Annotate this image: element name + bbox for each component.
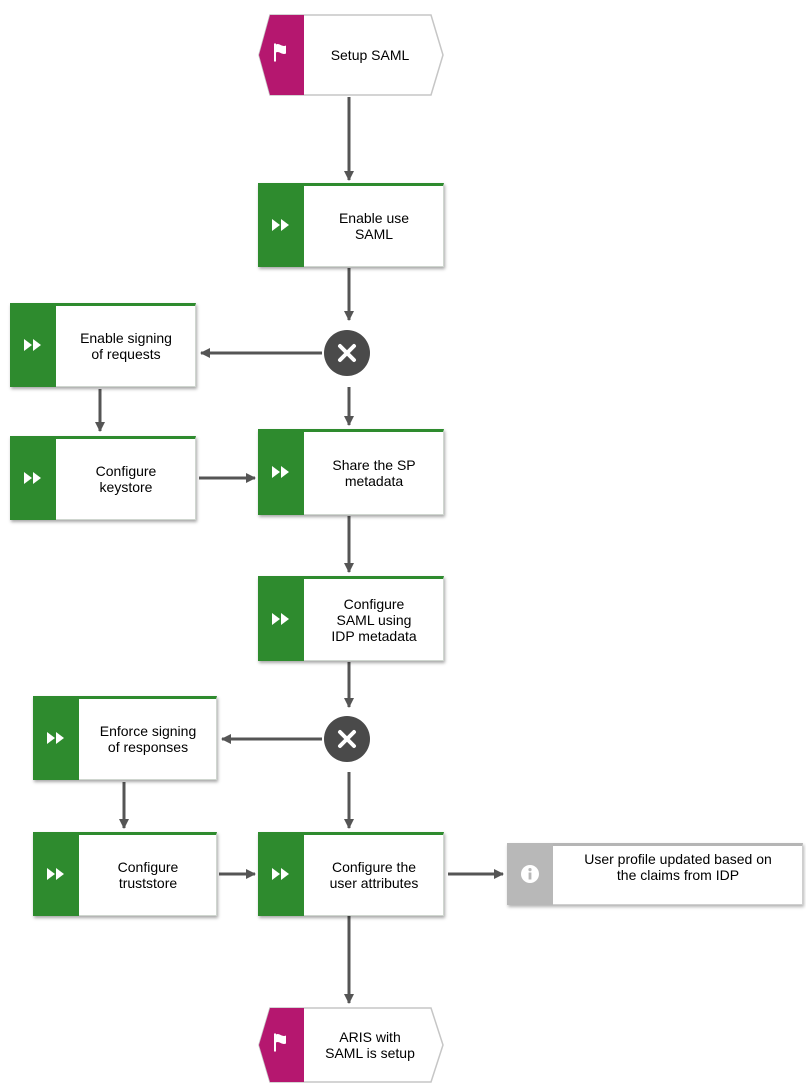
- info-icon: [521, 865, 539, 883]
- fast-forward-icon: [24, 472, 41, 484]
- function-label: Configure keystore: [95, 463, 157, 495]
- info-label: User profile updated based on the claims…: [584, 851, 772, 883]
- function-strip: [258, 429, 304, 515]
- fast-forward-icon: [272, 868, 289, 880]
- fast-forward-icon: [272, 466, 289, 478]
- function-label: Enable signing of requests: [80, 330, 172, 362]
- event-shape: [258, 14, 444, 96]
- close-x-icon: [338, 730, 356, 748]
- flag-icon: [268, 41, 292, 70]
- function-enable-signing-of-requests[interactable]: Enable signing of requests: [10, 303, 196, 387]
- function-strip: [33, 696, 79, 780]
- function-configure-user-attributes[interactable]: Configure the user attributes: [258, 832, 444, 916]
- fast-forward-icon: [47, 732, 64, 744]
- function-strip: [258, 576, 304, 661]
- xor-gateway-1[interactable]: [324, 330, 370, 376]
- function-enable-use-saml[interactable]: Enable use SAML: [258, 183, 444, 267]
- function-configure-saml-using-idp-metadata[interactable]: Configure SAML using IDP metadata: [258, 576, 444, 661]
- fast-forward-icon: [24, 339, 41, 351]
- function-strip: [10, 436, 56, 520]
- function-label: Share the SP metadata: [332, 457, 416, 489]
- flag-icon: [268, 1031, 292, 1060]
- xor-gateway-2[interactable]: [324, 716, 370, 762]
- event-label: ARIS with SAML is setup: [325, 1029, 415, 1061]
- fast-forward-icon: [272, 219, 289, 231]
- function-strip: [258, 183, 304, 267]
- function-strip: [10, 303, 56, 387]
- function-label: Configure the user attributes: [329, 859, 419, 891]
- function-configure-keystore[interactable]: Configure keystore: [10, 436, 196, 520]
- close-x-icon: [338, 344, 356, 362]
- info-user-profile-updated[interactable]: User profile updated based on the claims…: [507, 843, 803, 905]
- fast-forward-icon: [47, 868, 64, 880]
- function-label: Enforce signing of responses: [99, 723, 197, 755]
- event-setup-saml[interactable]: Setup SAML: [258, 14, 444, 96]
- function-enforce-signing-of-responses[interactable]: Enforce signing of responses: [33, 696, 217, 780]
- function-configure-truststore[interactable]: Configure truststore: [33, 832, 217, 916]
- function-share-sp-metadata[interactable]: Share the SP metadata: [258, 429, 444, 515]
- event-shape: [258, 1007, 444, 1083]
- function-strip: [33, 832, 79, 916]
- function-label: Configure truststore: [117, 859, 179, 891]
- event-label: Setup SAML: [330, 47, 410, 63]
- function-strip: [258, 832, 304, 916]
- info-strip: [507, 843, 553, 905]
- event-aris-with-saml-setup[interactable]: ARIS with SAML is setup: [258, 1007, 444, 1083]
- fast-forward-icon: [272, 612, 289, 625]
- function-label: Enable use SAML: [338, 210, 410, 242]
- function-label: Configure SAML using IDP metadata: [331, 595, 417, 644]
